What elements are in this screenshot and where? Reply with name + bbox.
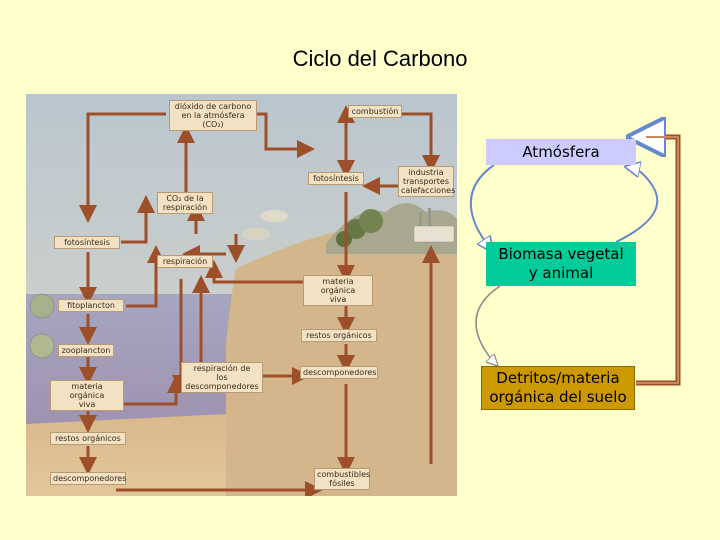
phytoplankton-image bbox=[29, 293, 55, 319]
arrow bbox=[121, 375, 185, 406]
label-fossil-fuels: combustibles fósiles bbox=[314, 468, 370, 490]
label-phytoplankton: fitoplancton bbox=[58, 299, 124, 312]
label-zooplankton: zooplancton bbox=[58, 344, 114, 357]
label-organic-remains-land: restos orgánicos bbox=[301, 329, 377, 342]
tree bbox=[359, 209, 383, 233]
arrow bbox=[205, 260, 306, 284]
label-photosynthesis-sea: fotosíntesis bbox=[54, 236, 120, 249]
return-arrow-outline bbox=[636, 136, 679, 384]
label-respiration: respiración bbox=[157, 255, 213, 268]
illustration-canvas bbox=[26, 94, 457, 496]
label-combustion: combustión bbox=[348, 105, 402, 118]
carbon-cycle-illustration: dióxido de carbono en la atmósfera (CO₂)… bbox=[26, 94, 457, 496]
factory-chimney bbox=[419, 212, 422, 226]
arrow bbox=[121, 195, 155, 244]
label-organic-remains-sea: restos orgánicos bbox=[50, 432, 126, 445]
zooplankton-image bbox=[29, 333, 55, 359]
label-co2-respiration: CO₂ de la respiración bbox=[157, 192, 213, 214]
tree bbox=[336, 231, 352, 247]
animal bbox=[260, 210, 288, 222]
label-decomposer-respiration: respiración de los descomponedores bbox=[181, 362, 263, 393]
arrow-biomasa-to-atmosfera bbox=[615, 168, 659, 243]
page-title: Ciclo del Carbono bbox=[292, 46, 468, 71]
arrow-biomasa-to-detritos bbox=[475, 285, 501, 362]
label-decomposers-land: descomponedores bbox=[300, 366, 378, 379]
label-photosynthesis-land: fotosíntesis bbox=[308, 172, 364, 185]
animal bbox=[242, 228, 270, 240]
label-decomposers-sea: descomponedores bbox=[50, 472, 126, 485]
label-industry: industria transportes calefacciones bbox=[398, 166, 455, 197]
detritos-box: Detritos/materia orgánica del suelo bbox=[481, 366, 635, 410]
atmosfera-box: Atmósfera bbox=[486, 139, 636, 165]
arrow bbox=[79, 112, 166, 223]
label-living-organic-matter-land: materia orgánica viva bbox=[303, 275, 373, 306]
biomasa-box: Biomasa vegetal y animal bbox=[486, 242, 636, 286]
arrow-atmosfera-to-biomasa bbox=[469, 164, 495, 246]
factory-chimney bbox=[428, 208, 431, 226]
arrow bbox=[402, 112, 440, 173]
label-living-organic-matter-sea: materia orgánica viva bbox=[50, 380, 124, 411]
factory bbox=[413, 225, 455, 243]
label-co2-atmosphere: dióxido de carbono en la atmósfera (CO₂) bbox=[169, 100, 257, 131]
arrow bbox=[126, 245, 165, 308]
cycle-arrows bbox=[79, 105, 440, 496]
